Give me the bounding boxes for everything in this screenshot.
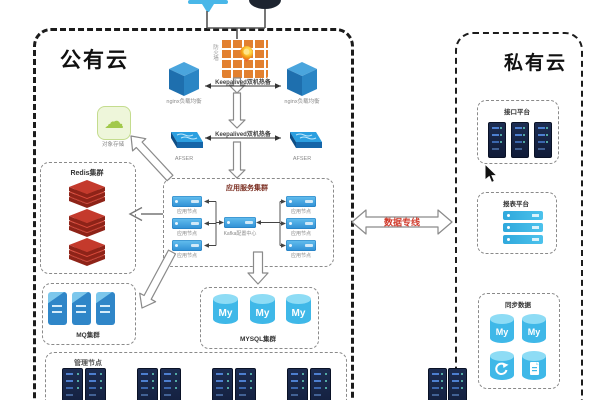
nginx-label-right: nginx负载均衡 bbox=[284, 99, 320, 105]
nginx-cube-icon-left bbox=[169, 62, 199, 96]
mysql-cluster-box bbox=[200, 287, 319, 349]
server-tower-icon bbox=[287, 368, 308, 400]
app-node-label: 应用节点 bbox=[290, 253, 312, 259]
firewall-label: 防火墙 bbox=[212, 44, 218, 61]
mq-server-icon bbox=[96, 292, 115, 325]
app-node bbox=[172, 218, 202, 229]
server-tower-icon bbox=[85, 368, 106, 400]
app-cluster-title: 应用服务集群 bbox=[226, 185, 268, 192]
report-platform-box bbox=[477, 192, 557, 254]
report-server-icon bbox=[503, 211, 543, 220]
redis-cluster-title: Redis集群 bbox=[70, 170, 104, 177]
server-tower-icon bbox=[534, 122, 552, 158]
switch-icon-left bbox=[171, 132, 203, 148]
mysql-db-label: My bbox=[496, 327, 509, 337]
public-cloud-title: 公有云 bbox=[60, 49, 129, 72]
app-node bbox=[286, 240, 316, 251]
data-link-label: 数据专线 bbox=[383, 217, 421, 228]
switch-icon-right bbox=[290, 132, 322, 148]
redis-stack-icon bbox=[69, 209, 105, 237]
interface-platform-box bbox=[477, 100, 559, 164]
app-node-label: 应用节点 bbox=[290, 209, 312, 215]
switch-label-right: AFSER bbox=[292, 156, 312, 162]
app-node-label: 应用节点 bbox=[176, 253, 198, 259]
nginx-label-left: nginx负载均衡 bbox=[166, 99, 202, 105]
nginx-cube-icon-right bbox=[287, 62, 317, 96]
server-tower-icon bbox=[212, 368, 233, 400]
server-tower-icon bbox=[488, 122, 506, 158]
sync-cylinder-icon bbox=[490, 351, 514, 380]
kafka-config-center-label: Kafka配置中心 bbox=[223, 231, 257, 237]
app-node bbox=[172, 240, 202, 251]
mysql-db-label: My bbox=[292, 308, 306, 319]
mysql-cylinder-icon: My bbox=[286, 294, 311, 324]
report-server-icon bbox=[503, 223, 543, 232]
redis-stack-icon bbox=[69, 238, 105, 266]
app-node-label: 应用节点 bbox=[290, 231, 312, 237]
server-tower-icon bbox=[137, 368, 158, 400]
app-node-label: 应用节点 bbox=[176, 231, 198, 237]
app-node bbox=[286, 218, 316, 229]
sync-data-box bbox=[478, 293, 560, 389]
mq-cluster-box bbox=[42, 283, 136, 345]
server-tower-icon bbox=[310, 368, 331, 400]
sync-data-title: 同步数据 bbox=[505, 302, 531, 309]
object-storage-icon: ☁ bbox=[97, 106, 131, 140]
mysql-cylinder-icon: My bbox=[522, 314, 546, 343]
mysql-cylinder-icon: My bbox=[213, 294, 238, 324]
mysql-cylinder-icon: My bbox=[250, 294, 275, 324]
app-node-label: 应用节点 bbox=[176, 209, 198, 215]
keepalived-label-1: Keepalived双机热备 bbox=[215, 80, 271, 86]
app-node bbox=[172, 196, 202, 207]
mgmt-node-title: 管理节点 bbox=[74, 360, 102, 367]
redis-stack-icon bbox=[69, 180, 105, 208]
server-tower-icon bbox=[235, 368, 256, 400]
mysql-db-label: My bbox=[219, 308, 233, 319]
mq-cluster-title: MQ集群 bbox=[76, 332, 100, 339]
antenna-icon bbox=[188, 0, 228, 12]
keepalived-label-2: Keepalived双机热备 bbox=[215, 132, 271, 138]
private-cloud-box bbox=[455, 32, 583, 400]
mysql-db-label: My bbox=[256, 308, 270, 319]
server-tower-icon bbox=[511, 122, 529, 158]
report-platform-title: 报表平台 bbox=[503, 201, 529, 208]
server-tower-icon bbox=[160, 368, 181, 400]
mq-server-icon bbox=[72, 292, 91, 325]
mysql-cylinder-icon: My bbox=[490, 314, 514, 343]
mgmt-node-box bbox=[45, 352, 347, 400]
report-server-icon bbox=[503, 235, 543, 244]
server-tower-icon bbox=[428, 368, 447, 400]
app-node bbox=[286, 196, 316, 207]
mq-server-icon bbox=[48, 292, 67, 325]
mysql-db-label: My bbox=[528, 327, 541, 337]
switch-label-left: AFSER bbox=[174, 156, 194, 162]
cursor-icon bbox=[484, 164, 499, 184]
backup-doc-cylinder-icon bbox=[522, 351, 546, 380]
mysql-cluster-title: MYSQL集群 bbox=[239, 336, 277, 343]
object-storage-label: 对象存储 bbox=[101, 142, 125, 148]
server-tower-icon bbox=[62, 368, 83, 400]
server-tower-icon bbox=[448, 368, 467, 400]
private-cloud-title: 私有云 bbox=[504, 53, 568, 74]
cloud-icon bbox=[249, 0, 281, 9]
interface-platform-title: 接口平台 bbox=[504, 109, 530, 116]
kafka-config-center-node bbox=[224, 217, 256, 228]
